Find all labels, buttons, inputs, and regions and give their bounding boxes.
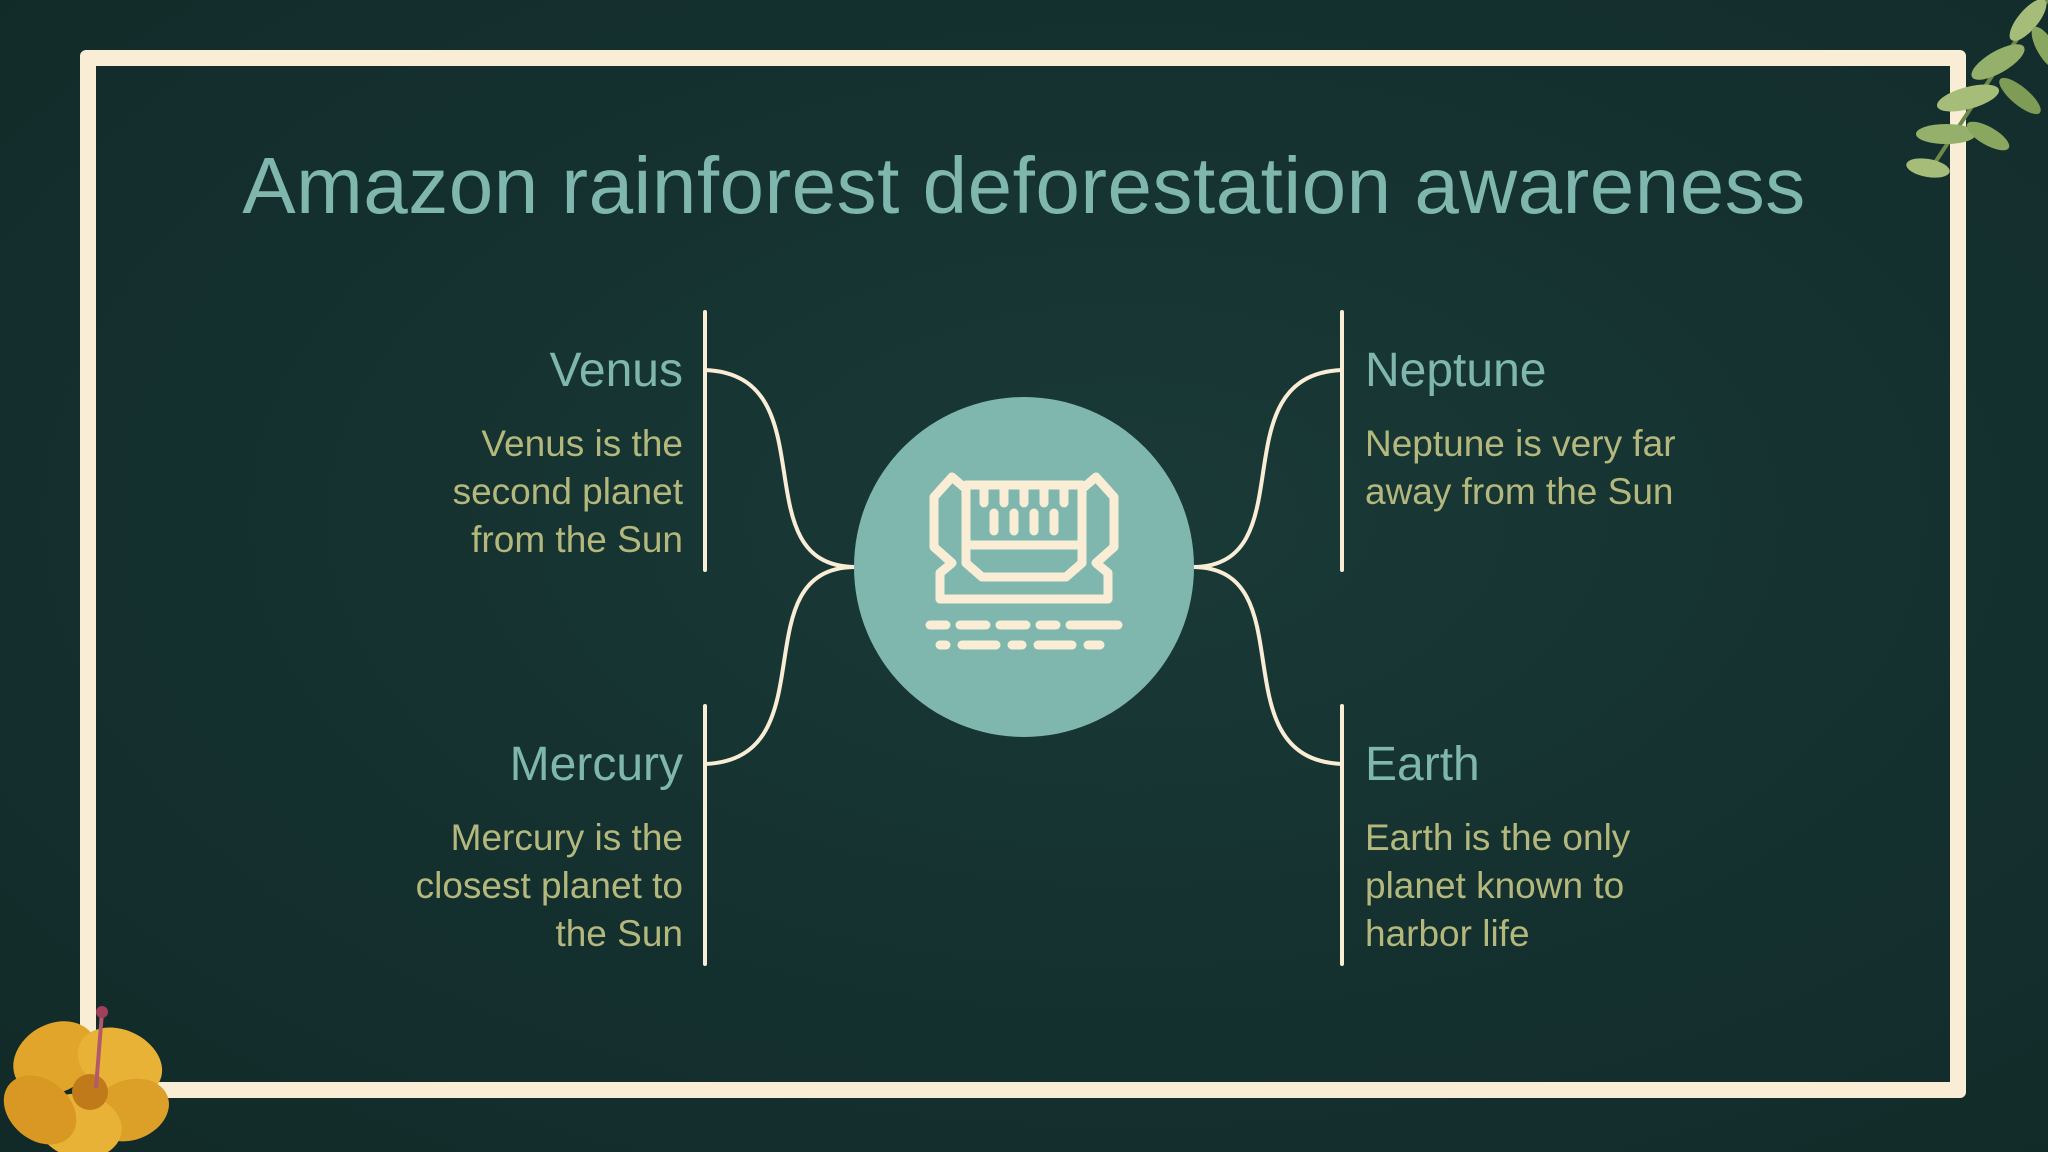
dam-icon [925, 472, 1123, 650]
item-neptune: Neptune Neptune is very far away from th… [1365, 342, 1765, 516]
slide-frame [80, 50, 1966, 1098]
item-earth: Earth Earth is the only planet known to … [1365, 736, 1765, 958]
mercury-connector [703, 565, 856, 766]
neptune-connector [1192, 368, 1344, 569]
hibiscus-flower-icon [3, 1006, 169, 1152]
item-mercury: Mercury Mercury is the closest planet to… [283, 736, 683, 958]
item-venus: Venus Venus is the second planet from th… [283, 342, 683, 564]
leaf-branch-icon [1906, 0, 2048, 178]
item-title: Neptune [1365, 344, 1547, 397]
item-description: Neptune is very far away from the Sun [1365, 422, 1676, 512]
earth-connector [1192, 565, 1344, 766]
item-title: Venus [549, 344, 683, 397]
item-title: Mercury [509, 738, 683, 791]
center-hub [854, 397, 1194, 737]
slide-title: Amazon rainforest deforestation awarenes… [242, 141, 1806, 230]
venus-connector [703, 368, 856, 569]
item-description: Venus is the second planet from the Sun [452, 422, 683, 560]
item-description: Mercury is the closest planet to the Sun [415, 816, 683, 954]
item-description: Earth is the only planet known to harbor… [1365, 816, 1631, 954]
item-title: Earth [1365, 738, 1480, 791]
